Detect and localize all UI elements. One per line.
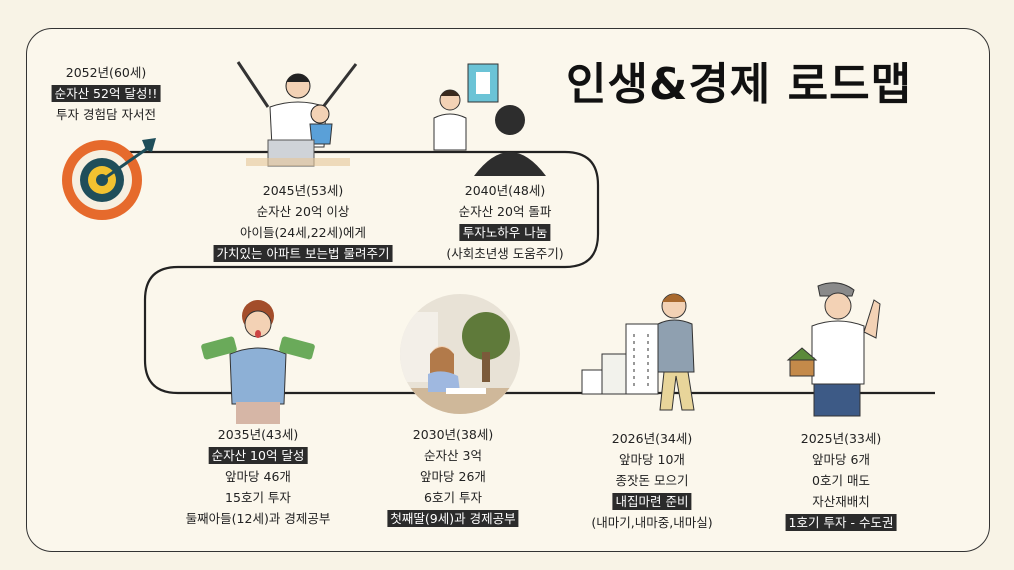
milestone-year: 2035년(43세) <box>217 427 299 442</box>
milestone-highlight: 순자산 52억 달성!! <box>51 85 161 102</box>
milestone-line: 종잣돈 모으기 <box>615 473 689 488</box>
building-man-illustration <box>581 293 695 411</box>
milestone-line: 앞마당 26개 <box>420 469 486 484</box>
page-title: 인생&경제 로드맵 <box>566 59 913 110</box>
milestone-line: 15호기 투자 <box>225 490 291 505</box>
milestone-line: (사회초년생 도움주기) <box>446 246 564 261</box>
milestone-highlight: 투자노하우 나눔 <box>459 224 551 241</box>
milestone-2045: 2045년(53세) 순자산 20억 이상 아이들(24세,22세)에게 가치있… <box>213 180 393 264</box>
milestone-line: 아이들(24세,22세)에게 <box>239 225 367 240</box>
money-woman-illustration <box>201 300 315 424</box>
studying-girl-photo <box>400 294 520 414</box>
milestone-line: 둘째아들(12세)과 경제공부 <box>185 511 331 526</box>
milestone-2040: 2040년(48세) 순자산 20억 돌파 투자노하우 나눔 (사회초년생 도움… <box>446 180 563 264</box>
milestone-year: 2040년(48세) <box>464 183 546 198</box>
milestone-2026: 2026년(34세) 앞마당 10개 종잣돈 모으기 내집마련 준비 (내마기,… <box>591 428 712 533</box>
milestone-2030: 2030년(38세) 순자산 3억 앞마당 26개 6호기 투자 첫째딸(9세)… <box>387 424 519 529</box>
milestone-year: 2025년(33세) <box>800 431 882 446</box>
milestone-highlight: 내집마련 준비 <box>612 493 692 510</box>
milestone-2025: 2025년(33세) 앞마당 6개 0호기 매도 자산재배치 1호기 투자 - … <box>785 428 897 533</box>
milestone-line: 앞마당 6개 <box>812 452 870 467</box>
celebrating-family-illustration <box>236 61 358 167</box>
milestone-line: 자산재배치 <box>812 494 870 509</box>
milestone-highlight: 1호기 투자 - 수도권 <box>785 514 897 531</box>
target-icon <box>62 138 156 220</box>
milestone-year: 2030년(38세) <box>412 427 494 442</box>
milestone-line: 0호기 매도 <box>812 473 870 488</box>
milestone-line: 6호기 투자 <box>424 490 482 505</box>
milestone-2035: 2035년(43세) 순자산 10억 달성 앞마당 46개 15호기 투자 둘째… <box>186 424 331 529</box>
milestone-line: 투자 경험담 자서전 <box>56 107 156 122</box>
consultation-illustration <box>433 63 546 176</box>
milestone-year: 2026년(34세) <box>611 431 693 446</box>
milestone-line: 순자산 3억 <box>424 448 482 463</box>
milestone-line: 순자산 20억 돌파 <box>458 204 552 219</box>
milestone-highlight: 가치있는 아파트 보는법 물려주기 <box>213 245 393 262</box>
milestone-highlight: 순자산 10억 달성 <box>208 447 308 464</box>
milestone-line: 앞마당 46개 <box>225 469 291 484</box>
milestone-line: 순자산 20억 이상 <box>256 204 350 219</box>
milestone-highlight: 첫째딸(9세)과 경제공부 <box>387 510 519 527</box>
milestone-year: 2052년(60세) <box>65 65 147 80</box>
thumbs-up-man-illustration <box>786 282 881 417</box>
milestone-year: 2045년(53세) <box>262 183 344 198</box>
milestone-2052: 2052년(60세) 순자산 52억 달성!! 투자 경험담 자서전 <box>51 62 161 125</box>
milestone-line: 앞마당 10개 <box>619 452 685 467</box>
milestone-line: (내마기,내마중,내마실) <box>591 515 713 530</box>
